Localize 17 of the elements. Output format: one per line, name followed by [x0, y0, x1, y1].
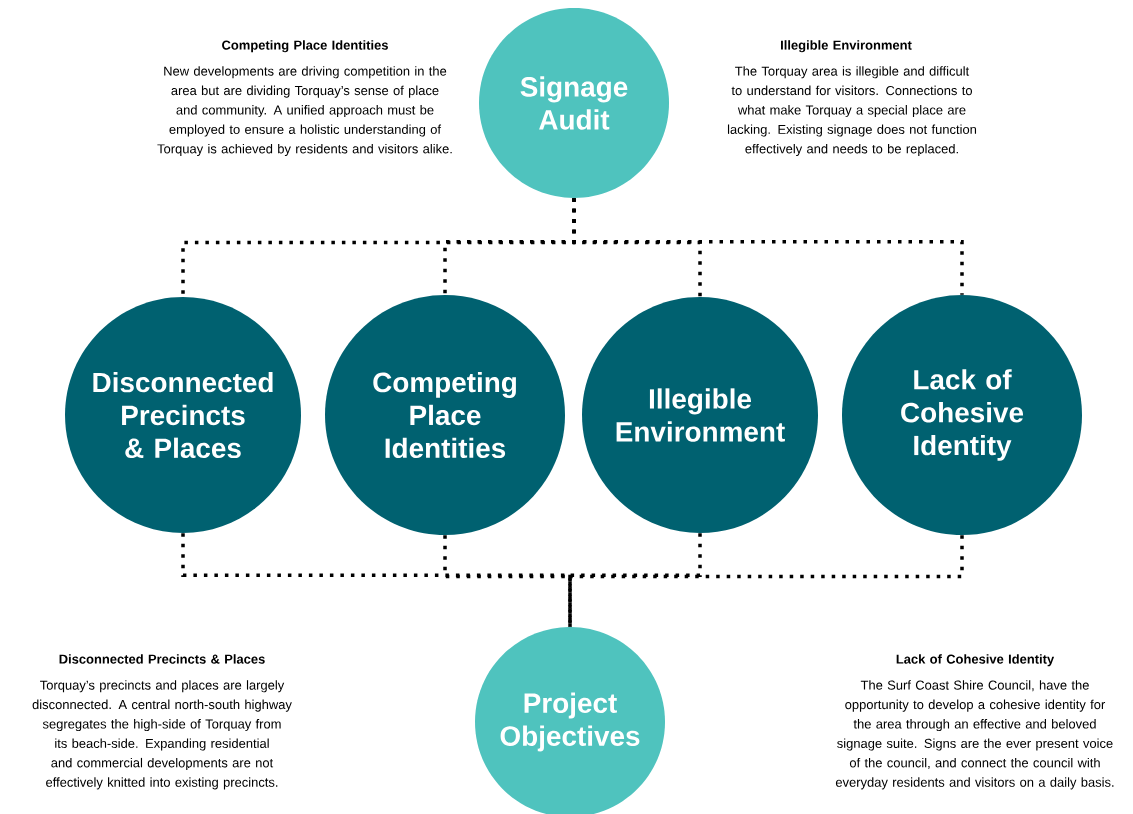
heading-text: Lack of Cohesive Identity — [896, 654, 1055, 667]
description-text: The Torquay area is illegible and difficult to understand for visitors. Connections to what make Torquay a special place are lacking. Existing signage does not function effectively and needs to be replaced. — [727, 66, 977, 156]
description-text: Torquay’s precincts and places are largely disconnected. A central north-south highway segregates the high-side of Torquay from its beach-side. Expanding residential and commercial developments are not effectively knitted into existing precincts. — [32, 680, 292, 790]
circle-node: Lack of Cohesive Identity — [842, 295, 1082, 535]
circle-node: Signage Audit — [479, 8, 669, 198]
description-text: New developments are driving competition in the area but are dividing Torquay’s sense of place and community. A unified approach must be employed to ensure a holistic understanding of Torquay is achieved by residents and visitors alike. — [157, 66, 452, 156]
circle-node: Illegible Environment — [582, 297, 818, 533]
heading-text: Disconnected Precincts & Places — [59, 654, 265, 664]
dotted-connector — [443, 535, 572, 627]
circle-node: Disconnected Precincts & Places — [65, 297, 301, 533]
dotted-connector — [568, 533, 702, 627]
description-text: The Surf Coast Shire Council, have the opportunity to develop a cohesive identity for the area through an effective and beloved signage suite. Signs are the ever present voice of the council, and connect the council with everyday residents and visitors on a daily basis. — [835, 680, 1114, 790]
dotted-connector — [572, 198, 964, 295]
heading-text: Competing Place Identities — [222, 40, 388, 53]
heading-text: Illegible Environment — [781, 40, 912, 53]
circle-node: Competing Place Identities — [325, 295, 565, 535]
dotted-connector — [568, 535, 964, 627]
